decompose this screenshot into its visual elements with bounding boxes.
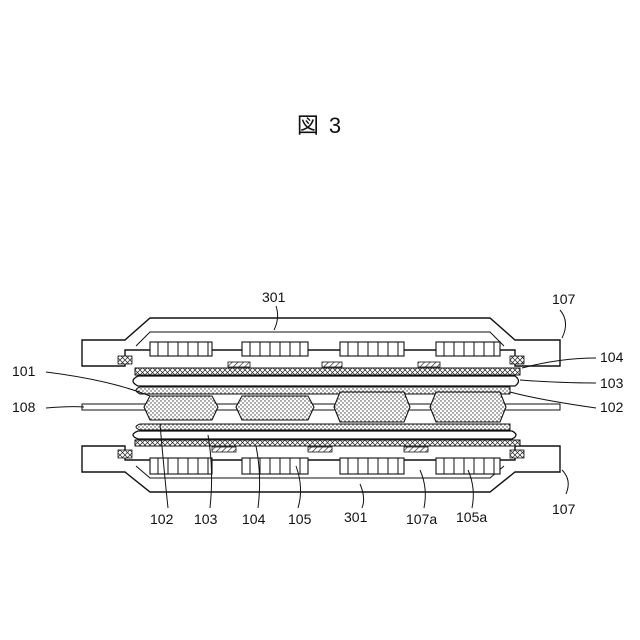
bottom-hatched-spacers	[212, 447, 428, 452]
label-102-bottom: 102	[150, 511, 174, 527]
label-301-bottom: 301	[344, 509, 368, 525]
label-301-top: 301	[262, 289, 286, 305]
bottom-catalyst-layer	[133, 431, 516, 439]
label-107-bottom: 107	[552, 501, 576, 517]
bottom-gas-diffusion-layer	[135, 440, 520, 446]
label-101: 101	[12, 363, 36, 379]
label-105a: 105a	[456, 509, 487, 525]
bottom-channel-block	[150, 458, 212, 474]
top-hatched-spacers	[228, 362, 440, 367]
bottom-membrane	[136, 424, 510, 430]
label-104-bottom: 104	[242, 511, 266, 527]
label-104-right: 104	[600, 349, 624, 365]
top-channel-block	[242, 342, 308, 356]
top-channel-block	[150, 342, 212, 356]
label-103-bottom: 103	[194, 511, 218, 527]
label-105-bottom: 105	[288, 511, 312, 527]
label-108: 108	[12, 399, 36, 415]
label-103-right: 103	[600, 375, 624, 391]
label-107-top: 107	[552, 291, 576, 307]
bottom-channel-block	[340, 458, 404, 474]
top-channel-block	[340, 342, 404, 356]
top-flow-channels	[150, 342, 500, 356]
top-channel-block	[436, 342, 500, 356]
label-102-right: 102	[600, 399, 624, 415]
bottom-channel-block	[436, 458, 500, 474]
label-107a: 107a	[406, 511, 437, 527]
top-gas-diffusion-layer	[135, 368, 520, 375]
top-catalyst-layer	[133, 376, 519, 386]
